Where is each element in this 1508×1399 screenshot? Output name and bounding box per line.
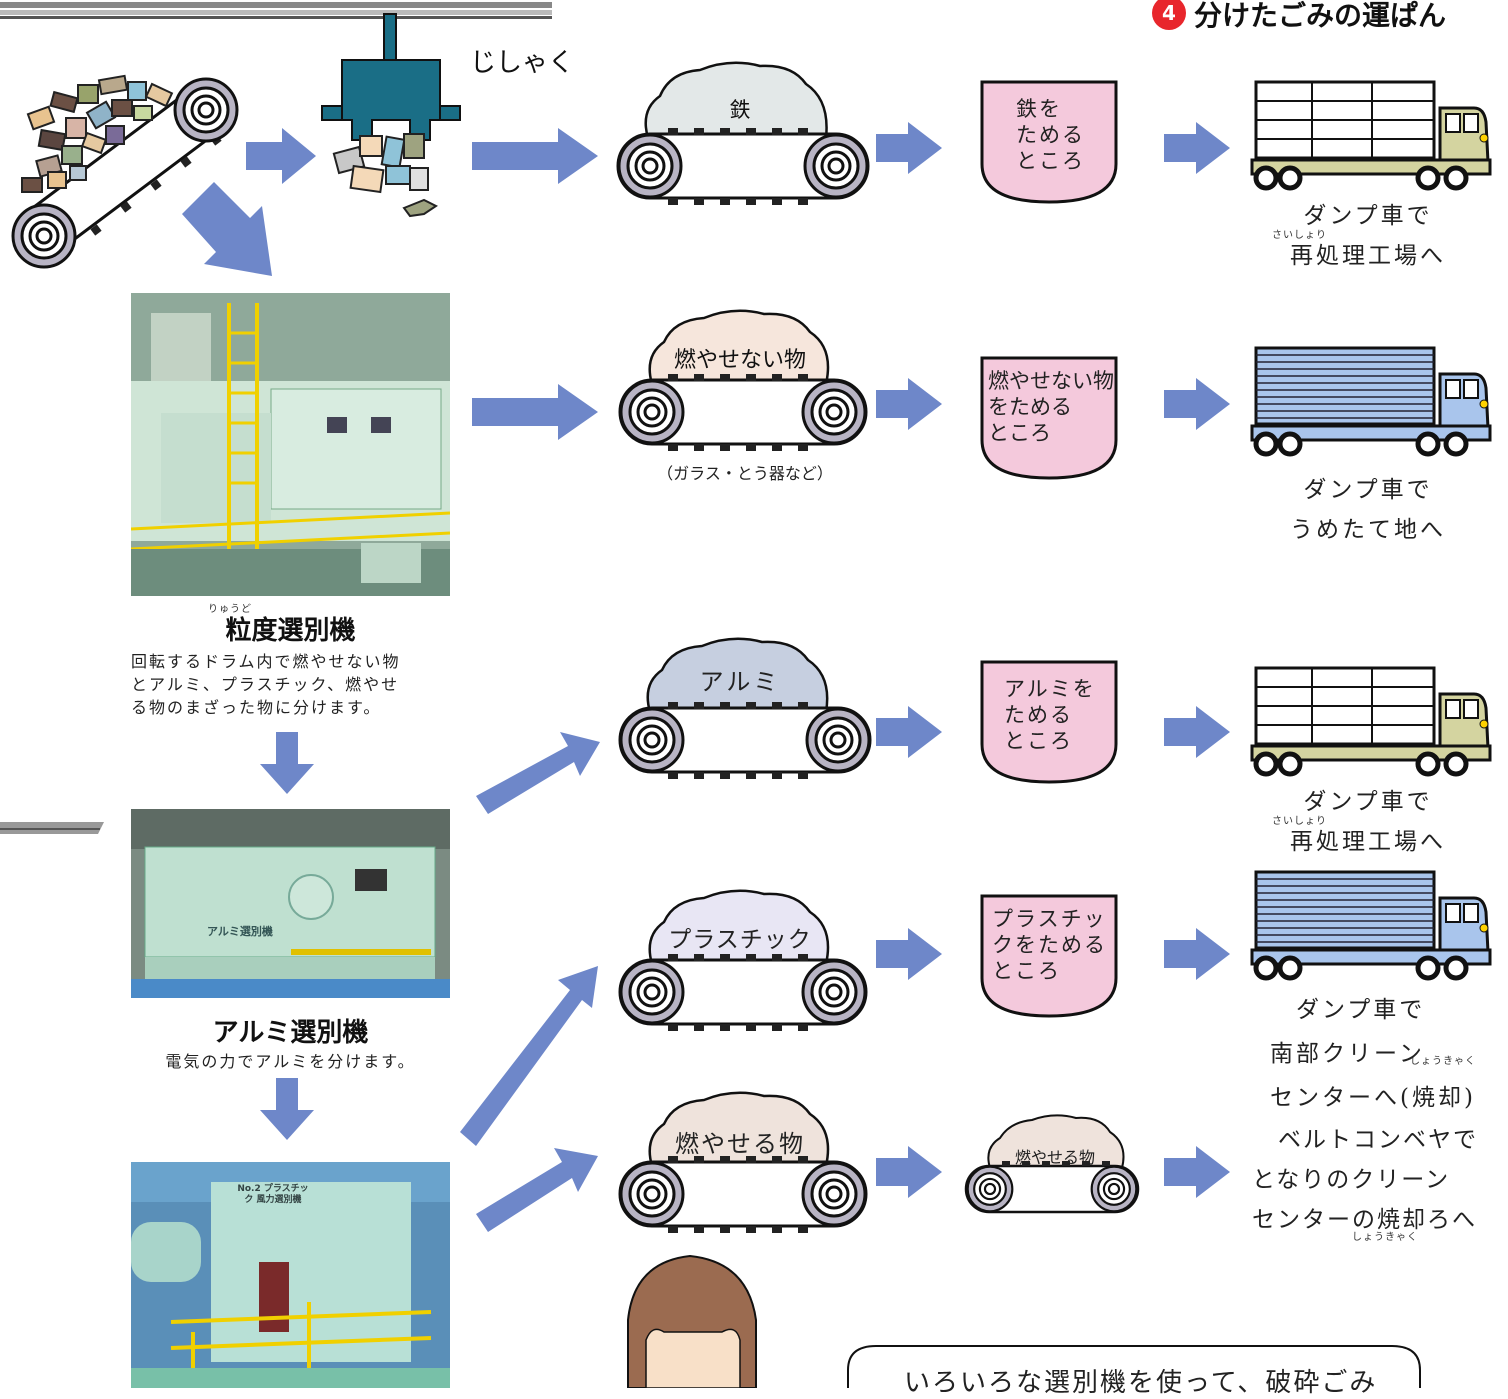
bin-aluminum-label: アルミを ためる ところ (1004, 676, 1096, 754)
granularity-sorter-desc: 回転するドラム内で燃やせない物 とアルミ、プラスチック、燃やせ る物のまざった物… (131, 650, 461, 719)
granularity-sorter-title: 粒度選別機 (225, 616, 356, 646)
speech-bubble (847, 1345, 1421, 1388)
material-aluminum: アルミ (699, 668, 781, 696)
bin-nonburnable-label: 燃やせない物 をためる ところ (988, 368, 1114, 446)
truck-blue-1 (1252, 348, 1490, 454)
truck-blue-2 (1252, 872, 1490, 978)
bin-line: プラスチッ (992, 907, 1107, 931)
conveyor-plastic (618, 889, 868, 1031)
bin-line: ためる (1016, 123, 1085, 147)
section-title: 分けたごみの運ぱん (1194, 0, 1447, 32)
granularity-sorter-photo (131, 293, 450, 596)
material-burnable: 燃やせる物 (675, 1130, 805, 1158)
bin-line: クをためる (992, 933, 1107, 957)
aluminum-machine-plate: アルミ選別機 (207, 925, 273, 938)
desc-line: る物のまざった物に分けます。 (131, 698, 382, 717)
dest-line: ダンプ車で (1303, 203, 1433, 229)
bin-line: ためる (1004, 703, 1073, 727)
section-badge: 4 (1152, 0, 1186, 30)
bin-steel-label: 鉄を ためる ところ (1016, 96, 1085, 174)
dest-plastic: ダンプ車で 南部クリーン センターへ(焼却) (1250, 988, 1496, 1120)
flow-arrows (182, 122, 1230, 1232)
material-steel: 鉄 (729, 98, 751, 122)
bin-line: をためる (988, 395, 1072, 419)
dest-line: センターの焼却ろへ (1252, 1207, 1477, 1233)
dest-nonburnable: ダンプ車で うめたて地へ (1248, 470, 1488, 550)
dest-line: 再処理工場へ (1290, 829, 1446, 855)
conveyor-burnable-small (964, 1114, 1140, 1214)
dest-line: うめたて地へ (1290, 517, 1446, 543)
dest-burnable-ruby: しょうきゃく (1352, 1232, 1418, 1243)
desc-line: 回転するドラム内で燃やせない物 (131, 652, 401, 671)
bin-line: ところ (992, 959, 1061, 983)
bin-line: 燃やせない物 (988, 369, 1114, 393)
aluminum-sorter-title: アルミ選別機 (212, 1018, 369, 1048)
dest-burnable: ベルトコンベヤで となりのクリーン センターの焼却ろへ (1252, 1120, 1508, 1240)
incline-conveyor (11, 74, 239, 269)
truck-yellow-2 (1252, 668, 1490, 774)
dest-line: ダンプ車で (1303, 477, 1433, 503)
granularity-ruby: りゅうど (208, 604, 252, 615)
dest-aluminum: ダンプ車で 再処理工場へ (1248, 782, 1488, 862)
aluminum-sorter-photo: アルミ選別機 (131, 809, 450, 998)
dest-plastic-ruby: しょうきゃく (1410, 1056, 1476, 1067)
aluminum-sorter-desc: 電気の力でアルミを分けます。 (165, 1052, 416, 1071)
magnet-crane (321, 13, 461, 218)
dest-steel: ダンプ車で 再処理工場へ (1248, 196, 1488, 276)
ceiling-rail (0, 2, 552, 19)
truck-yellow-1 (1252, 82, 1490, 188)
side-rail (0, 822, 104, 834)
conveyor-burnable (618, 1091, 868, 1233)
conveyor-nonburnable (618, 309, 868, 451)
plastic-machine-plate: No.2 プラスチック 風力選別機 (237, 1184, 309, 1205)
bin-line: アルミを (1004, 677, 1096, 701)
bin-line: ところ (1004, 729, 1073, 753)
conveyor-steel (616, 61, 870, 205)
dest-steel-ruby: さいしょり (1272, 230, 1327, 241)
bin-line: ところ (1016, 149, 1085, 173)
material-burnable-small: 燃やせる物 (1014, 1148, 1095, 1167)
dest-line: ベルトコンベヤで (1278, 1127, 1478, 1153)
dest-line: 再処理工場へ (1290, 243, 1446, 269)
bin-line: 鉄を (1016, 97, 1062, 121)
dest-line: ダンプ車で (1296, 997, 1426, 1023)
dest-line: ダンプ車で (1303, 789, 1433, 815)
girl-character (627, 1254, 757, 1388)
speech-text: いろいろな選別機を使って、破砕ごみ (904, 1368, 1378, 1398)
dest-line: 南部クリーン (1270, 1041, 1425, 1067)
material-nonburnable-note: （ガラス・とう器など） (657, 464, 833, 483)
dest-line: となりのクリーン (1252, 1167, 1451, 1193)
desc-line: とアルミ、プラスチック、燃やせ (131, 675, 400, 694)
dest-aluminum-ruby: さいしょり (1272, 816, 1327, 827)
bin-plastic-label: プラスチッ クをためる ところ (992, 906, 1107, 984)
conveyor-aluminum (618, 637, 872, 779)
material-nonburnable: 燃やせない物 (673, 348, 806, 373)
bin-line: ところ (988, 421, 1051, 445)
dest-line: センターへ(焼却) (1270, 1085, 1476, 1111)
magnet-label: じしゃく (470, 48, 575, 78)
plastic-sorter-photo: No.2 プラスチック 風力選別機 (131, 1162, 450, 1388)
material-plastic: プラスチック (668, 927, 812, 953)
